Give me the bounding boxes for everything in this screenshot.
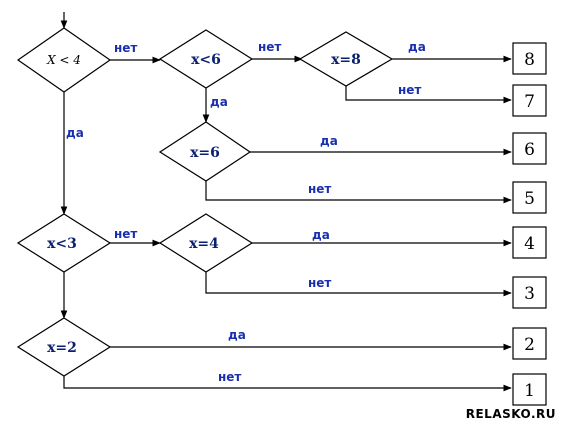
condition-x-eq-2: x=2 <box>47 340 77 356</box>
decision-x-eq-4 <box>158 213 254 273</box>
label-d7-yes: да <box>228 328 246 342</box>
connectors <box>60 12 512 392</box>
condition-x-lt-4: X < 4 <box>46 53 81 67</box>
result-box-7 <box>512 84 547 117</box>
result-box-2 <box>512 327 547 360</box>
condition-x-lt-6: x<6 <box>191 52 221 68</box>
result-box-5 <box>512 181 547 214</box>
label-d2-yes: да <box>210 95 228 109</box>
label-d5-no: нет <box>308 182 331 196</box>
label-d3-yes: да <box>408 40 426 54</box>
watermark: RELASKO.RU <box>466 407 556 421</box>
result-value-3: 3 <box>524 284 535 304</box>
decision-x-lt-4 <box>16 27 112 93</box>
arrow-d3-no <box>345 86 512 104</box>
result-box-6 <box>512 132 547 165</box>
decision-x-eq-8 <box>298 31 394 87</box>
label-d2-no: нет <box>258 40 281 54</box>
decision-x-eq-6 <box>158 121 252 182</box>
result-box-8 <box>512 42 547 75</box>
label-d6-yes: да <box>312 228 330 242</box>
condition-x-eq-8: x=8 <box>331 52 361 68</box>
result-value-2: 2 <box>524 335 535 355</box>
decision-x-eq-2 <box>16 317 112 377</box>
result-value-5: 5 <box>524 189 535 209</box>
label-d3-no: нет <box>398 83 421 97</box>
label-d4-no: нет <box>114 227 137 241</box>
arrow-d6-no <box>205 272 512 297</box>
decision-x-lt-3 <box>16 213 112 273</box>
result-box-3 <box>512 276 547 309</box>
result-value-6: 6 <box>524 140 535 160</box>
arrow-d7-no <box>63 376 512 392</box>
result-value-8: 8 <box>524 50 535 70</box>
condition-x-lt-3: x<3 <box>47 236 77 252</box>
result-value-1: 1 <box>524 381 535 401</box>
result-box-4 <box>512 226 547 259</box>
label-d1-yes: да <box>66 126 84 140</box>
condition-x-eq-4: x=4 <box>189 236 219 252</box>
label-d6-no: нет <box>308 276 331 290</box>
arrow-d5-no <box>205 181 512 204</box>
result-value-4: 4 <box>524 234 535 254</box>
result-value-7: 7 <box>524 92 535 112</box>
condition-x-eq-6: x=6 <box>190 145 220 161</box>
decision-x-lt-6 <box>158 29 254 89</box>
label-d5-yes: да <box>320 134 338 148</box>
label-d1-no: нет <box>114 41 137 55</box>
label-d7-no: нет <box>218 370 241 384</box>
result-box-1 <box>512 373 547 406</box>
